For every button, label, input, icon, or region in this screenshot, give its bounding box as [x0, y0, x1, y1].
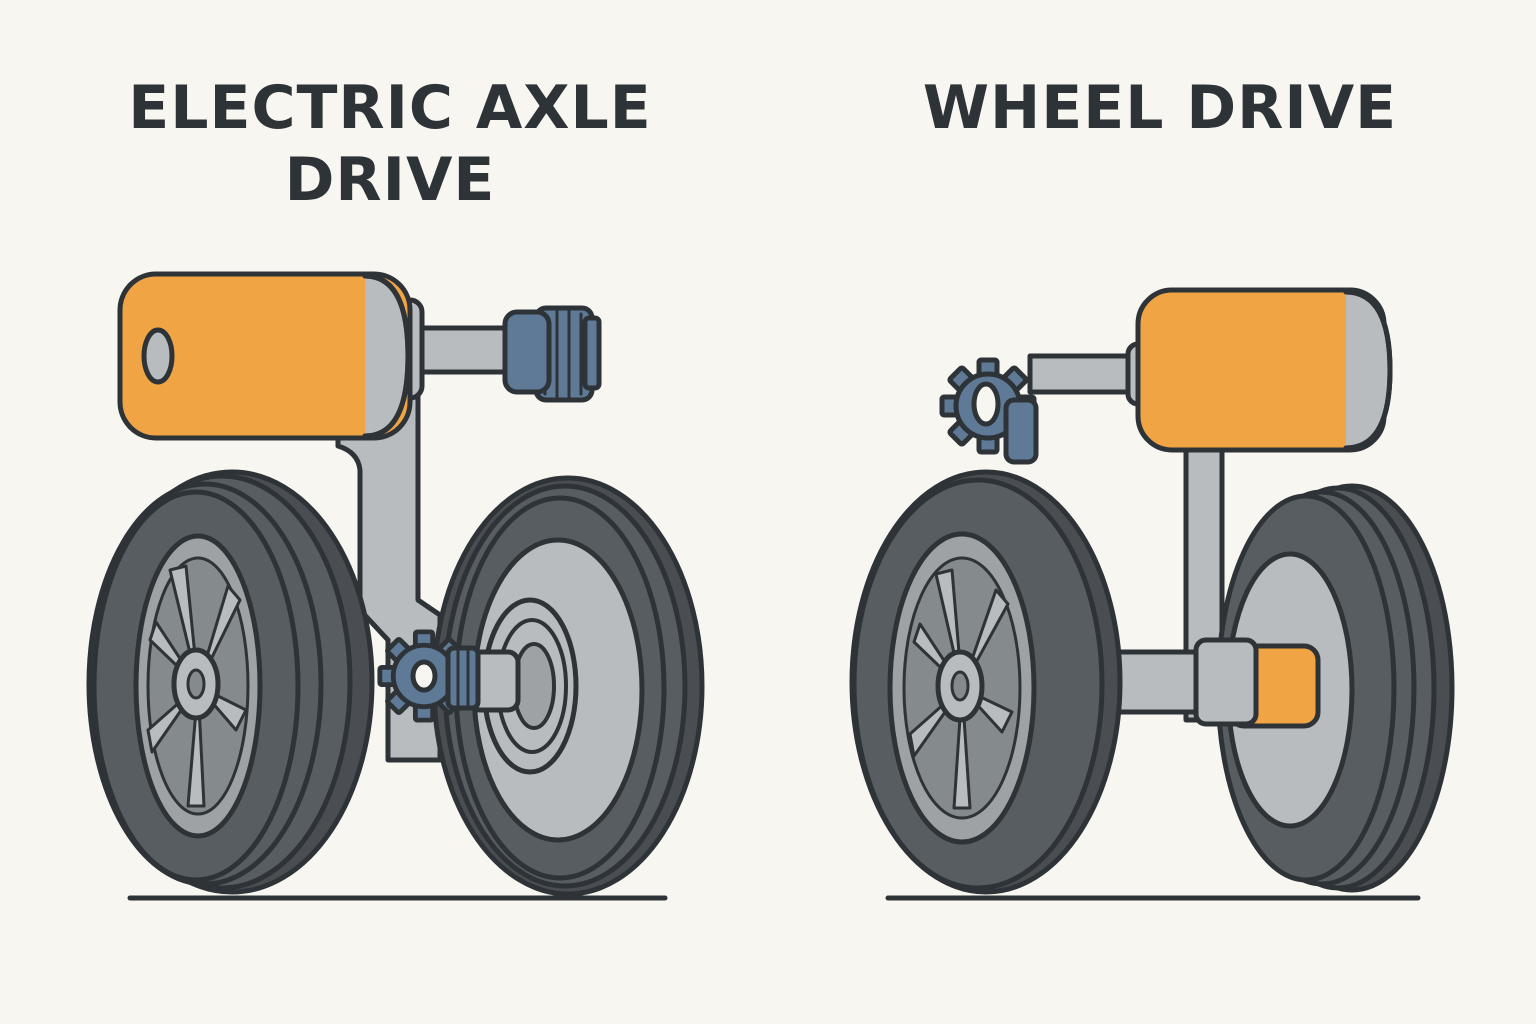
wheel-icon — [431, 475, 705, 897]
electric-motor-icon — [1135, 287, 1393, 453]
gear-icon — [445, 645, 481, 711]
electric-motor-icon — [1193, 637, 1321, 729]
gear-icon — [380, 632, 468, 720]
electric-motor-icon — [117, 271, 413, 441]
wheel-icon — [849, 469, 1123, 895]
wheel-icon — [86, 469, 375, 895]
electric-axle-drive-illustration — [86, 271, 705, 901]
title-line-2: DRIVE — [284, 145, 496, 215]
wheel-drive-title: WHEEL DRIVE — [922, 73, 1398, 143]
drive-axle-shaft — [1109, 649, 1205, 715]
wheel-icon — [1215, 483, 1455, 893]
motor-output-shaft — [1027, 353, 1141, 395]
wheel-drive-illustration — [849, 287, 1455, 901]
gear-icon — [502, 305, 602, 403]
gear-icon — [942, 360, 1039, 465]
title-line-1: ELECTRIC AXLE — [128, 73, 652, 143]
electric-axle-drive-title: ELECTRIC AXLE DRIVE — [120, 72, 660, 216]
